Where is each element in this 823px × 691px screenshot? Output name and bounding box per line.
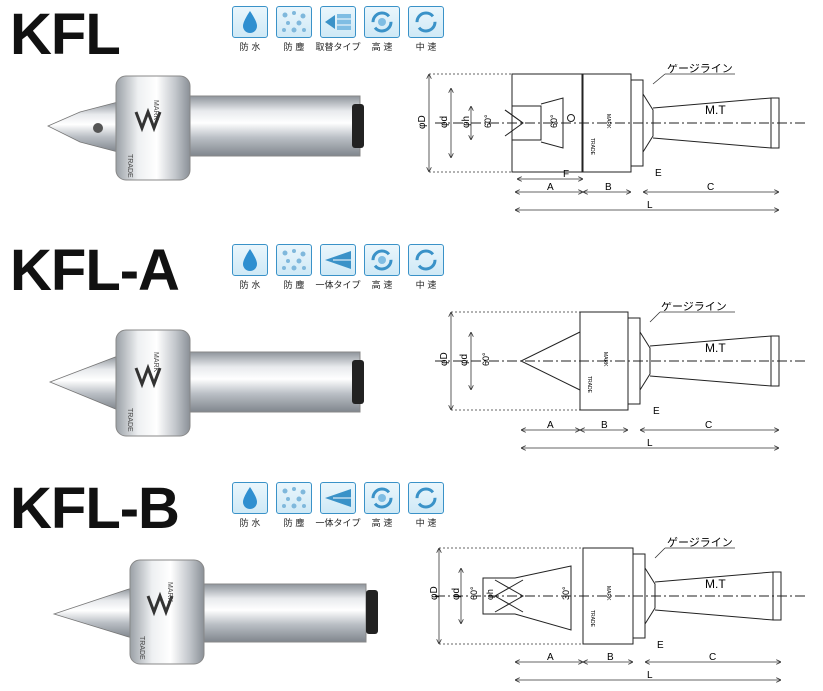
water-drop-icon bbox=[243, 11, 257, 33]
dim-angle-label: 60° bbox=[483, 114, 493, 128]
technical-drawing: φD φd φh 60° 60° MARK TRADE F A B E C L … bbox=[417, 64, 805, 220]
dim-L-label: L bbox=[647, 670, 653, 681]
product-image: TRADE MARK bbox=[47, 75, 364, 181]
trademark-logo bbox=[134, 107, 162, 133]
dim-D-label: φD bbox=[429, 586, 440, 600]
rotation-icon bbox=[371, 249, 393, 271]
drawing-marking-trade: TRADE bbox=[586, 376, 592, 394]
rotation-icon bbox=[371, 11, 393, 33]
model-title: KFL-A bbox=[10, 238, 180, 303]
technical-drawing: φD φd 60° φh 30° MARK TRADE A B E C L M.… bbox=[429, 536, 807, 688]
feature-icons: 防 水 防 塵 取替タイプ 高 速 中 速 bbox=[230, 6, 446, 53]
marking-mark: MARK bbox=[152, 352, 159, 373]
drawing-marking-mark: MARK bbox=[602, 352, 608, 367]
marking-trade: TRADE bbox=[126, 408, 133, 432]
dim-B-label: B bbox=[601, 420, 608, 431]
taper-label: M.T bbox=[705, 577, 726, 591]
feature-dustproof: 防 塵 bbox=[274, 244, 314, 291]
dim-E-label: E bbox=[655, 168, 662, 179]
marking-mark: MARK bbox=[152, 100, 159, 121]
dim-B-label: B bbox=[607, 652, 614, 663]
dim-angle-label: 60° bbox=[469, 586, 479, 600]
feature-icons: 防 水 防 塵 一体タイプ 高 速 中 速 bbox=[230, 244, 446, 291]
product-section-kfl: KFL 防 水 防 塵 取替タイプ 高 速 中 速 bbox=[0, 0, 823, 230]
model-title: KFL-B bbox=[10, 476, 180, 541]
drawing-marking-mark: MARK bbox=[605, 114, 611, 129]
dim-h-label: φh bbox=[485, 589, 495, 600]
dim-C-label: C bbox=[705, 420, 712, 431]
rotation-icon bbox=[415, 11, 437, 33]
trademark-logo bbox=[134, 363, 162, 389]
feature-dustproof: 防 塵 bbox=[274, 482, 314, 529]
dim-h-label: φh bbox=[461, 116, 472, 128]
dim-angle2-label: 60° bbox=[549, 114, 559, 128]
dim-F-label: F bbox=[563, 169, 569, 180]
feature-waterproof: 防 水 bbox=[230, 482, 270, 529]
dust-icon bbox=[282, 249, 306, 271]
dim-angle-label: 60° bbox=[481, 352, 491, 366]
feature-waterproof: 防 水 bbox=[230, 244, 270, 291]
dim-d-label: φd bbox=[451, 588, 462, 600]
technical-drawing: φD φd 60° MARK TRADE A B E C L M.T ゲージライ… bbox=[435, 302, 805, 458]
dim-A-label: A bbox=[547, 652, 554, 663]
integral-tip-icon bbox=[325, 251, 351, 269]
feature-icons: 防 水 防 塵 一体タイプ 高 速 中 速 bbox=[230, 482, 446, 529]
drawing-marking-mark: MARK bbox=[605, 586, 611, 601]
water-drop-icon bbox=[243, 487, 257, 509]
dim-C-label: C bbox=[709, 652, 716, 663]
product-section-kfl-b: KFL-B 防 水 防 塵 一体タイプ 高 速 中 速 TRADE bbox=[0, 474, 823, 691]
feature-replaceable-tip: 取替タイプ bbox=[316, 6, 361, 53]
feature-medium-speed: 中 速 bbox=[406, 6, 446, 53]
dim-D-label: φD bbox=[439, 352, 450, 366]
model-title: KFL bbox=[10, 2, 121, 67]
dim-d-label: φd bbox=[439, 116, 450, 128]
gauge-line-label: ゲージライン bbox=[667, 64, 733, 75]
dim-A-label: A bbox=[547, 420, 554, 431]
rotation-icon bbox=[415, 249, 437, 271]
feature-medium-speed: 中 速 bbox=[406, 244, 446, 291]
rotation-icon bbox=[371, 487, 393, 509]
dust-icon bbox=[282, 11, 306, 33]
dim-B-label: B bbox=[605, 182, 612, 193]
trademark-logo bbox=[146, 591, 174, 617]
rotation-icon bbox=[415, 487, 437, 509]
drawing-marking-trade: TRADE bbox=[589, 138, 595, 156]
dim-C-label: C bbox=[707, 182, 714, 193]
dust-icon bbox=[282, 487, 306, 509]
product-image: TRADE MARK bbox=[48, 329, 364, 437]
feature-medium-speed: 中 速 bbox=[406, 482, 446, 529]
taper-label: M.T bbox=[705, 103, 726, 117]
feature-integral-tip: 一体タイプ bbox=[316, 482, 361, 529]
feature-integral-tip: 一体タイプ bbox=[316, 244, 361, 291]
product-image: TRADE MARK bbox=[52, 559, 378, 665]
dim-L-label: L bbox=[647, 200, 653, 211]
feature-waterproof: 防 水 bbox=[230, 6, 270, 53]
marking-trade: TRADE bbox=[126, 154, 133, 178]
dim-E-label: E bbox=[657, 640, 664, 651]
feature-high-speed: 高 速 bbox=[362, 244, 402, 291]
taper-label: M.T bbox=[705, 341, 726, 355]
dim-A-label: A bbox=[547, 182, 554, 193]
dim-d-label: φd bbox=[459, 354, 470, 366]
gauge-line-label: ゲージライン bbox=[667, 536, 733, 549]
feature-dustproof: 防 塵 bbox=[274, 6, 314, 53]
dim-D-label: φD bbox=[417, 115, 428, 129]
dim-angle2-label: 30° bbox=[561, 586, 571, 600]
dim-E-label: E bbox=[653, 406, 660, 417]
gauge-line-label: ゲージライン bbox=[661, 302, 727, 313]
water-drop-icon bbox=[243, 249, 257, 271]
product-section-kfl-a: KFL-A 防 水 防 塵 一体タイプ 高 速 中 速 TRADE bbox=[0, 236, 823, 466]
integral-tip-icon bbox=[325, 489, 351, 507]
feature-high-speed: 高 速 bbox=[362, 482, 402, 529]
replaceable-tip-icon bbox=[325, 14, 351, 30]
marking-mark: MARK bbox=[166, 582, 173, 603]
drawing-marking-trade: TRADE bbox=[589, 610, 595, 628]
feature-high-speed: 高 速 bbox=[362, 6, 402, 53]
marking-trade: TRADE bbox=[138, 636, 145, 660]
dim-L-label: L bbox=[647, 438, 653, 449]
